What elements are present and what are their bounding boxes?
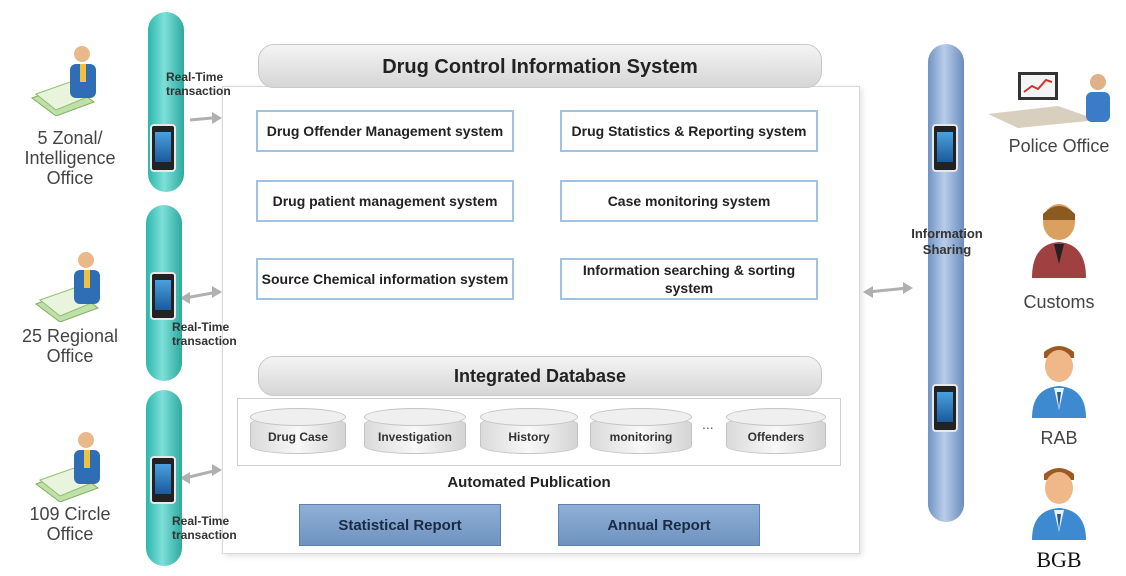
module-drug-offender: Drug Offender Management system — [256, 110, 514, 152]
system-title-bar: Drug Control Information System — [258, 44, 822, 88]
arrowhead-zonal — [212, 112, 222, 124]
annual-report: Annual Report — [558, 504, 760, 546]
module-drug-statistics: Drug Statistics & Reporting system — [560, 110, 818, 152]
module-information-searching: Information searching & sorting system — [560, 258, 818, 300]
customs-label: Customs — [1023, 292, 1095, 312]
phone-icon — [150, 124, 176, 172]
arrow-zonal — [189, 116, 213, 122]
office-worker-icon — [34, 252, 100, 322]
arrow-sharing — [867, 286, 909, 294]
office-worker-icon — [34, 432, 100, 502]
phone-icon — [932, 124, 958, 172]
db-table-history: History — [480, 408, 578, 454]
db-table-monitoring: monitoring — [590, 408, 692, 454]
bgb-label: BGB — [1036, 547, 1082, 572]
database-title: Integrated Database — [453, 366, 627, 386]
rab-officer-icon — [1032, 346, 1086, 418]
phone-icon — [932, 384, 958, 432]
customs-officer-icon — [1032, 204, 1086, 278]
phone-icon — [150, 272, 176, 320]
module-case-monitoring: Case monitoring system — [560, 180, 818, 222]
db-table-drug-case: Drug Case — [250, 408, 346, 454]
system-frame — [222, 86, 860, 554]
db-table-ellipsis: ... — [702, 416, 714, 432]
module-source-chemical: Source Chemical information system — [256, 258, 514, 300]
police-office-label: Police Office — [1008, 136, 1110, 156]
phone-icon — [150, 456, 176, 504]
database-title-bar: Integrated Database — [258, 356, 822, 396]
police-office-icon — [988, 72, 1110, 128]
office-worker-icon — [30, 46, 96, 116]
module-drug-patient: Drug patient management system — [256, 180, 514, 222]
automated-publication-label: Automated Publication — [447, 474, 611, 491]
statistical-report: Statistical Report — [299, 504, 501, 546]
bgb-officer-icon — [1032, 468, 1086, 540]
system-title: Drug Control Information System — [382, 56, 698, 78]
db-table-offenders: Offenders — [726, 408, 826, 454]
rab-label: RAB — [1040, 428, 1078, 448]
db-table-investigation: Investigation — [364, 408, 466, 454]
rail-information-sharing — [928, 44, 964, 522]
